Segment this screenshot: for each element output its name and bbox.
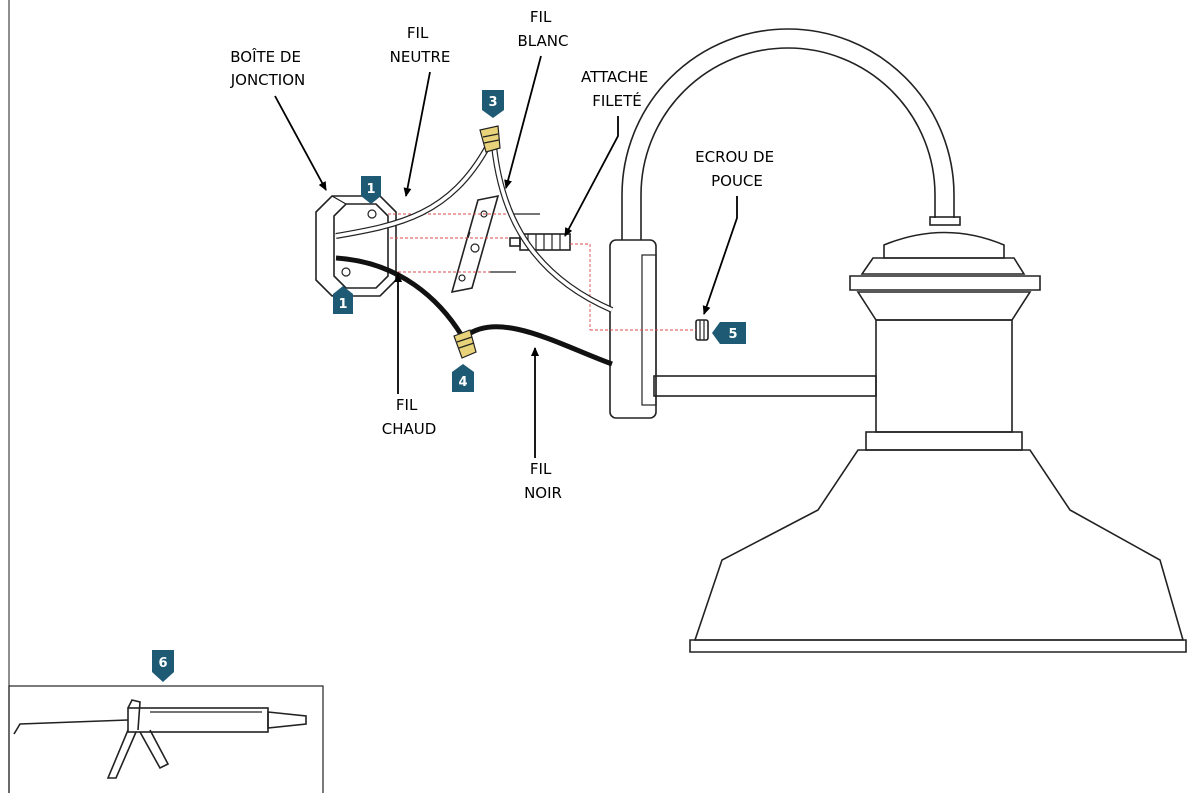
svg-text:1: 1 (366, 182, 375, 197)
step-tag-4: 4 (452, 364, 474, 392)
junction-box (315, 195, 397, 297)
bracket-screws (490, 213, 540, 273)
threaded-fastener (509, 233, 571, 251)
step-tag-1-lower: 1 (333, 286, 353, 314)
thumb-nut (695, 319, 709, 341)
alignment-guides (388, 213, 696, 331)
arrow-neutral-wire (403, 71, 431, 197)
wire-nut-3 (479, 125, 501, 153)
lamp-fixture (609, 28, 1187, 653)
label-hot-wire: FIL CHAUD (382, 396, 437, 438)
step-tag-5: 5 (712, 322, 746, 344)
svg-text:6: 6 (158, 656, 167, 671)
mounting-bracket (450, 194, 500, 294)
label-black-wire: FIL NOIR (524, 460, 562, 502)
label-thumb-nut: ECROU DE POUCE (695, 148, 779, 190)
label-white-wire: FIL BLANC (518, 8, 569, 50)
wire-nut-4 (453, 329, 477, 359)
wires (335, 144, 614, 367)
svg-text:3: 3 (488, 95, 497, 110)
arrow-thumb-nut (702, 196, 738, 315)
label-threaded-fastener: ATTACHE FILETÉ (581, 68, 653, 110)
arrow-white-wire (504, 55, 542, 189)
leader-arrows (274, 55, 738, 458)
step-tag-3: 3 (482, 90, 504, 118)
arrow-threaded-fastener (564, 116, 619, 237)
caulk-gun-inset (8, 685, 324, 793)
label-junction-box: BOÎTE DE JONCTION (230, 47, 306, 89)
svg-text:4: 4 (458, 375, 467, 390)
svg-text:5: 5 (728, 327, 737, 342)
label-neutral-wire: FIL NEUTRE (390, 24, 451, 66)
step-tag-6: 6 (152, 650, 174, 682)
arrow-junction-box (274, 95, 327, 191)
svg-text:1: 1 (338, 297, 347, 312)
step-tag-1-upper: 1 (361, 176, 381, 204)
